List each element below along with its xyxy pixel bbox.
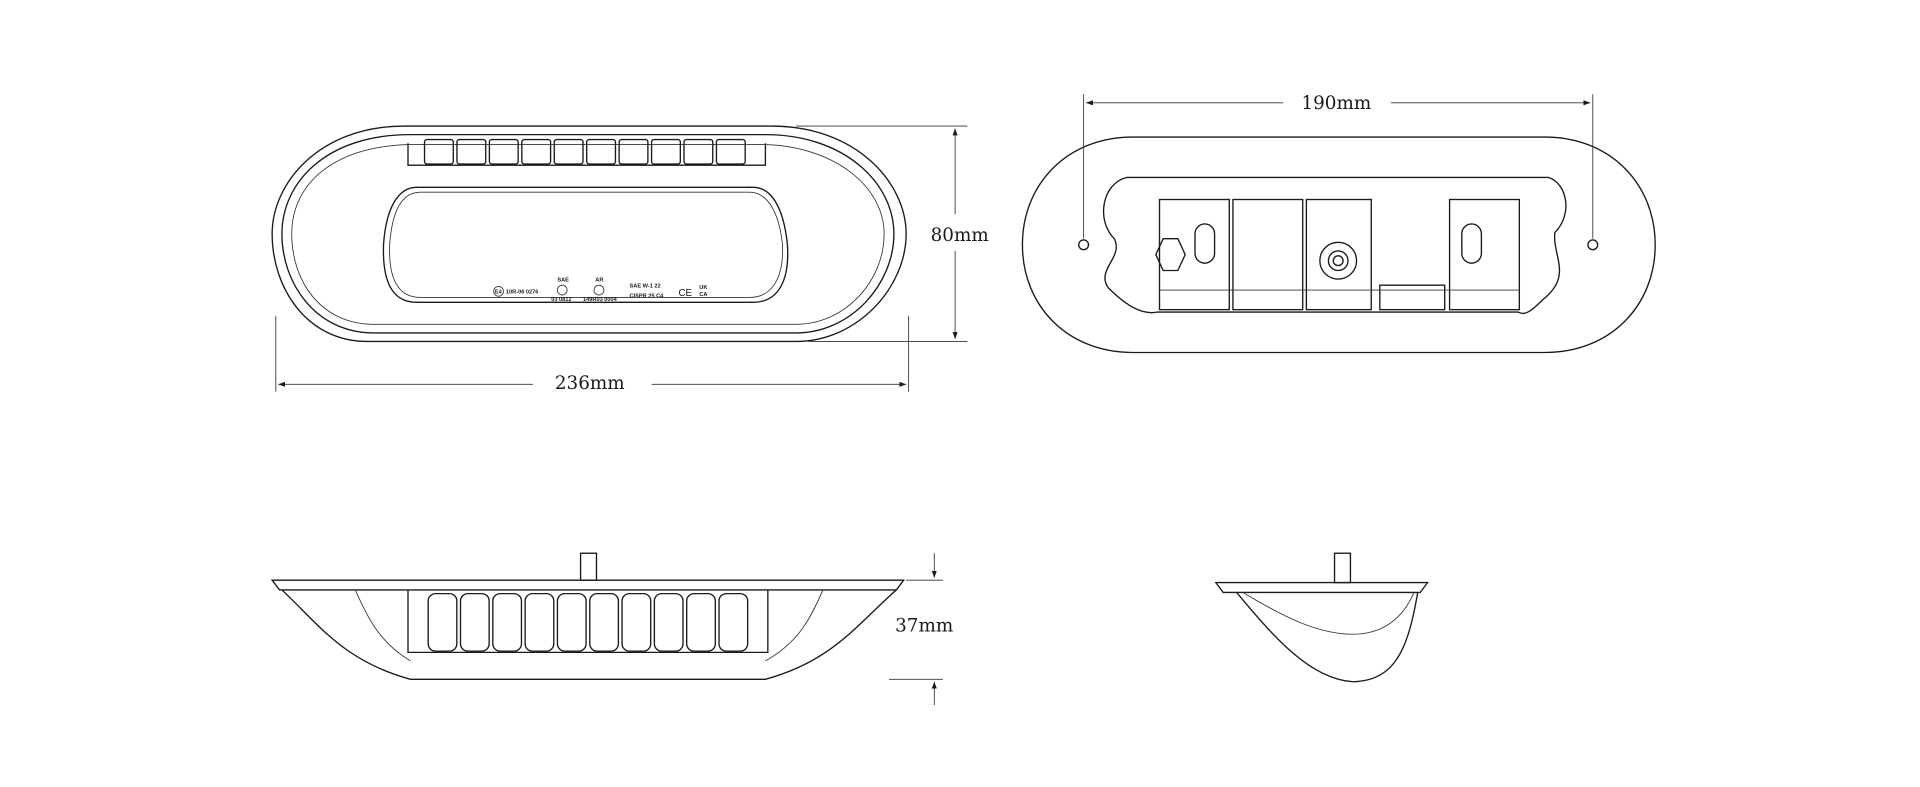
e-mark-circle-2 [556,284,568,296]
fin [683,138,714,165]
cable-gland-core [1332,255,1344,267]
fin [423,138,454,165]
connector-block [1305,198,1372,311]
e-mark-3: 149R03 0004 [583,297,618,303]
e-symbol: E4 [495,290,503,296]
fin [621,592,652,652]
fin [556,592,587,652]
e-mark-2-top: SAE [557,278,569,284]
rear-view: 190mm [1021,93,1656,354]
fin [553,138,584,165]
end-stud [1333,552,1352,584]
front-fins [423,138,746,165]
cispr-mark: CISPR 25 C4 [630,293,665,299]
side-body [281,589,897,680]
e-mark-3-top: AR [595,278,603,284]
fin [715,138,746,165]
mounting-hole-right [1587,239,1599,251]
hole-spacing-label: 190mm [1301,93,1371,114]
front-lens-inner [389,191,783,298]
e-mark-2: 03 0812 [551,297,571,303]
cable-gland-ring [1327,250,1349,272]
front-view: E4 10R-06 0276 SAE 03 0812 AR 149R03 000… [271,125,989,394]
fin [427,592,458,652]
fin [488,138,519,165]
e-mark-1: 10R-06 0276 [506,290,539,296]
height-dimension-label: 80mm [931,225,989,246]
vent-nut [1155,237,1186,272]
fin [718,592,749,652]
ukca-top: UK [699,285,708,291]
side-fins [427,592,749,652]
fin [524,592,555,652]
slot-right [1461,223,1483,264]
fin [456,138,487,165]
rear-gasket-outline [1021,136,1656,354]
end-view [1214,552,1429,683]
mounting-hole-left [1078,239,1090,251]
front-outer-housing [271,125,907,343]
side-body-contour [354,589,824,662]
side-view: 37mm [270,552,953,705]
side-stud [579,552,598,581]
front-inner-rim [281,133,895,334]
approval-marks: E4 10R-06 0276 SAE 03 0812 AR 149R03 000… [493,278,708,303]
fin [492,592,523,652]
connector-block [1448,198,1521,311]
rear-connector-blocks [1158,198,1521,311]
e-mark-circle-1 [493,285,504,297]
sae-mark: SAE W-1 22 [630,284,661,290]
fin [686,592,717,652]
connector-block [1158,198,1230,311]
fin [586,138,617,165]
slot-left [1194,223,1216,264]
front-fin-frame [407,143,767,166]
fin [459,592,490,652]
end-flange [1214,581,1429,594]
side-fin-frame [407,589,769,654]
end-body-contour [1242,592,1415,635]
fin [618,138,649,165]
front-lens-window [382,186,789,303]
rear-housing-cavity [1102,176,1567,315]
ukca-bottom: CA [699,292,707,298]
fin [521,138,552,165]
connector-block [1379,284,1446,311]
end-body [1236,591,1419,683]
fin [589,592,620,652]
fin [653,592,684,652]
front-inner-rim-line [291,143,885,325]
e-mark-circle-3 [593,284,605,296]
depth-dimension-label: 37mm [895,616,953,637]
width-dimension-label: 236mm [555,373,625,394]
fin [650,138,682,165]
ce-mark: CE [678,288,692,299]
cable-gland [1319,241,1358,280]
connector-block [1232,198,1304,311]
side-flange [270,579,906,591]
